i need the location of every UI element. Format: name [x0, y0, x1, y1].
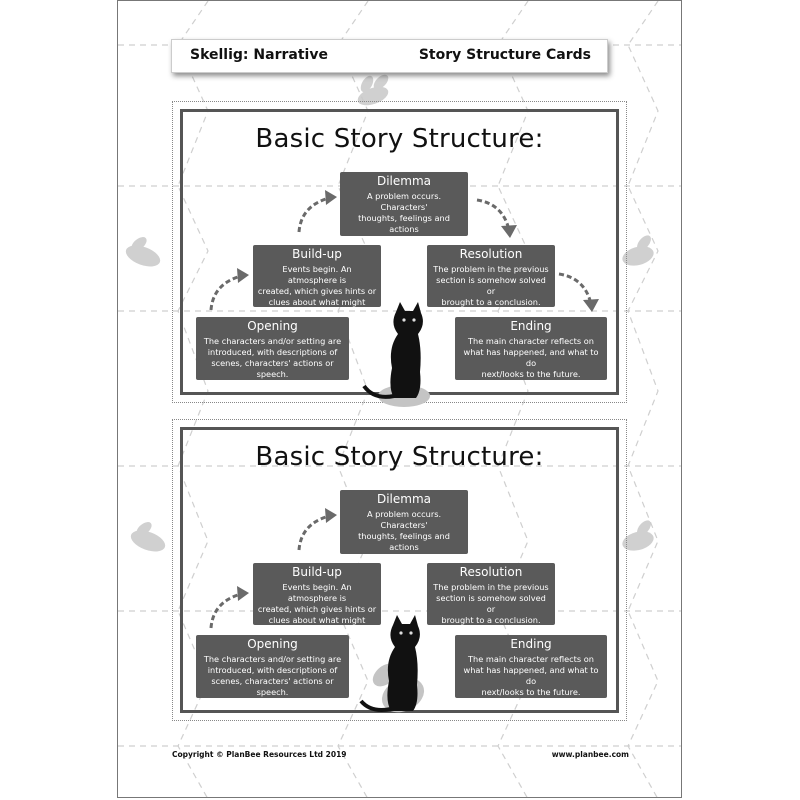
dilemma-desc: A problem occurs. Characters' thoughts, … — [358, 509, 450, 563]
ending-desc: The main character reflects on what has … — [463, 336, 599, 379]
card-frame: Basic Story Structure: Dilemma A problem… — [180, 427, 619, 713]
arrow-icon — [297, 190, 337, 233]
ending-title: Ending — [510, 319, 552, 333]
arrow-icon — [297, 508, 337, 551]
resolution-desc: The problem in the previous section is s… — [433, 264, 549, 307]
resolution-box: Resolution The problem in the previous s… — [427, 245, 555, 307]
dilemma-title: Dilemma — [376, 492, 432, 506]
opening-title: Opening — [247, 637, 298, 651]
story-card-1: Basic Story Structure: Dilemma A problem… — [172, 101, 627, 407]
dilemma-desc: A problem occurs. Characters' thoughts, … — [358, 191, 450, 245]
ending-box: Ending The main character reflects on wh… — [455, 317, 607, 380]
dilemma-box: Dilemma A problem occurs. Characters' th… — [340, 172, 468, 245]
arrow-icon — [209, 268, 249, 311]
ending-desc: The main character reflects on what has … — [463, 654, 599, 697]
dilemma-title: Dilemma — [376, 174, 432, 188]
header-bar: Skellig: Narrative Story Structure Cards — [171, 39, 608, 73]
fairy-icon — [622, 235, 654, 266]
resolution-title: Resolution — [459, 247, 523, 261]
buildup-box: Build-up Events begin. An atmosphere is … — [253, 245, 381, 318]
fairy-icon — [357, 74, 389, 106]
opening-title: Opening — [247, 319, 298, 333]
cat-icon — [359, 615, 425, 713]
opening-box: Opening The characters and/or setting ar… — [196, 317, 349, 380]
fairy-icon — [130, 522, 166, 552]
arrow-icon — [558, 272, 599, 312]
header-title-left: Skellig: Narrative — [190, 47, 328, 63]
fairy-icon — [125, 237, 161, 267]
opening-desc: The characters and/or setting are introd… — [203, 336, 342, 379]
buildup-title: Build-up — [292, 565, 342, 579]
arrow-icon — [209, 586, 249, 629]
header-title-right: Story Structure Cards — [418, 47, 591, 63]
card-title: Basic Story Structure: — [255, 124, 544, 154]
card-title: Basic Story Structure: — [255, 442, 544, 472]
cat-icon — [362, 302, 430, 407]
buildup-desc: Events begin. An atmosphere is created, … — [257, 582, 377, 636]
resolution-title: Resolution — [459, 565, 523, 579]
opening-desc: The characters and/or setting are introd… — [203, 654, 342, 697]
opening-box: Opening The characters and/or setting ar… — [196, 635, 349, 698]
dilemma-box: Dilemma A problem occurs. Characters' th… — [340, 490, 468, 563]
footer-website: www.planbee.com — [551, 750, 629, 759]
worksheet-page: Skellig: Narrative Story Structure Cards… — [117, 0, 682, 798]
buildup-desc: Events begin. An atmosphere is created, … — [257, 264, 377, 318]
ending-box: Ending The main character reflects on wh… — [455, 635, 607, 698]
card-frame: Basic Story Structure: Dilemma A problem… — [180, 109, 619, 407]
resolution-box: Resolution The problem in the previous s… — [427, 563, 555, 625]
ending-title: Ending — [510, 637, 552, 651]
story-card-2: Basic Story Structure: Dilemma A problem… — [172, 419, 627, 721]
arrow-icon — [476, 198, 517, 238]
fairy-icon — [622, 520, 654, 551]
buildup-box: Build-up Events begin. An atmosphere is … — [253, 563, 381, 636]
resolution-desc: The problem in the previous section is s… — [433, 582, 549, 625]
buildup-title: Build-up — [292, 247, 342, 261]
footer-copyright: Copyright © PlanBee Resources Ltd 2019 — [172, 750, 347, 759]
